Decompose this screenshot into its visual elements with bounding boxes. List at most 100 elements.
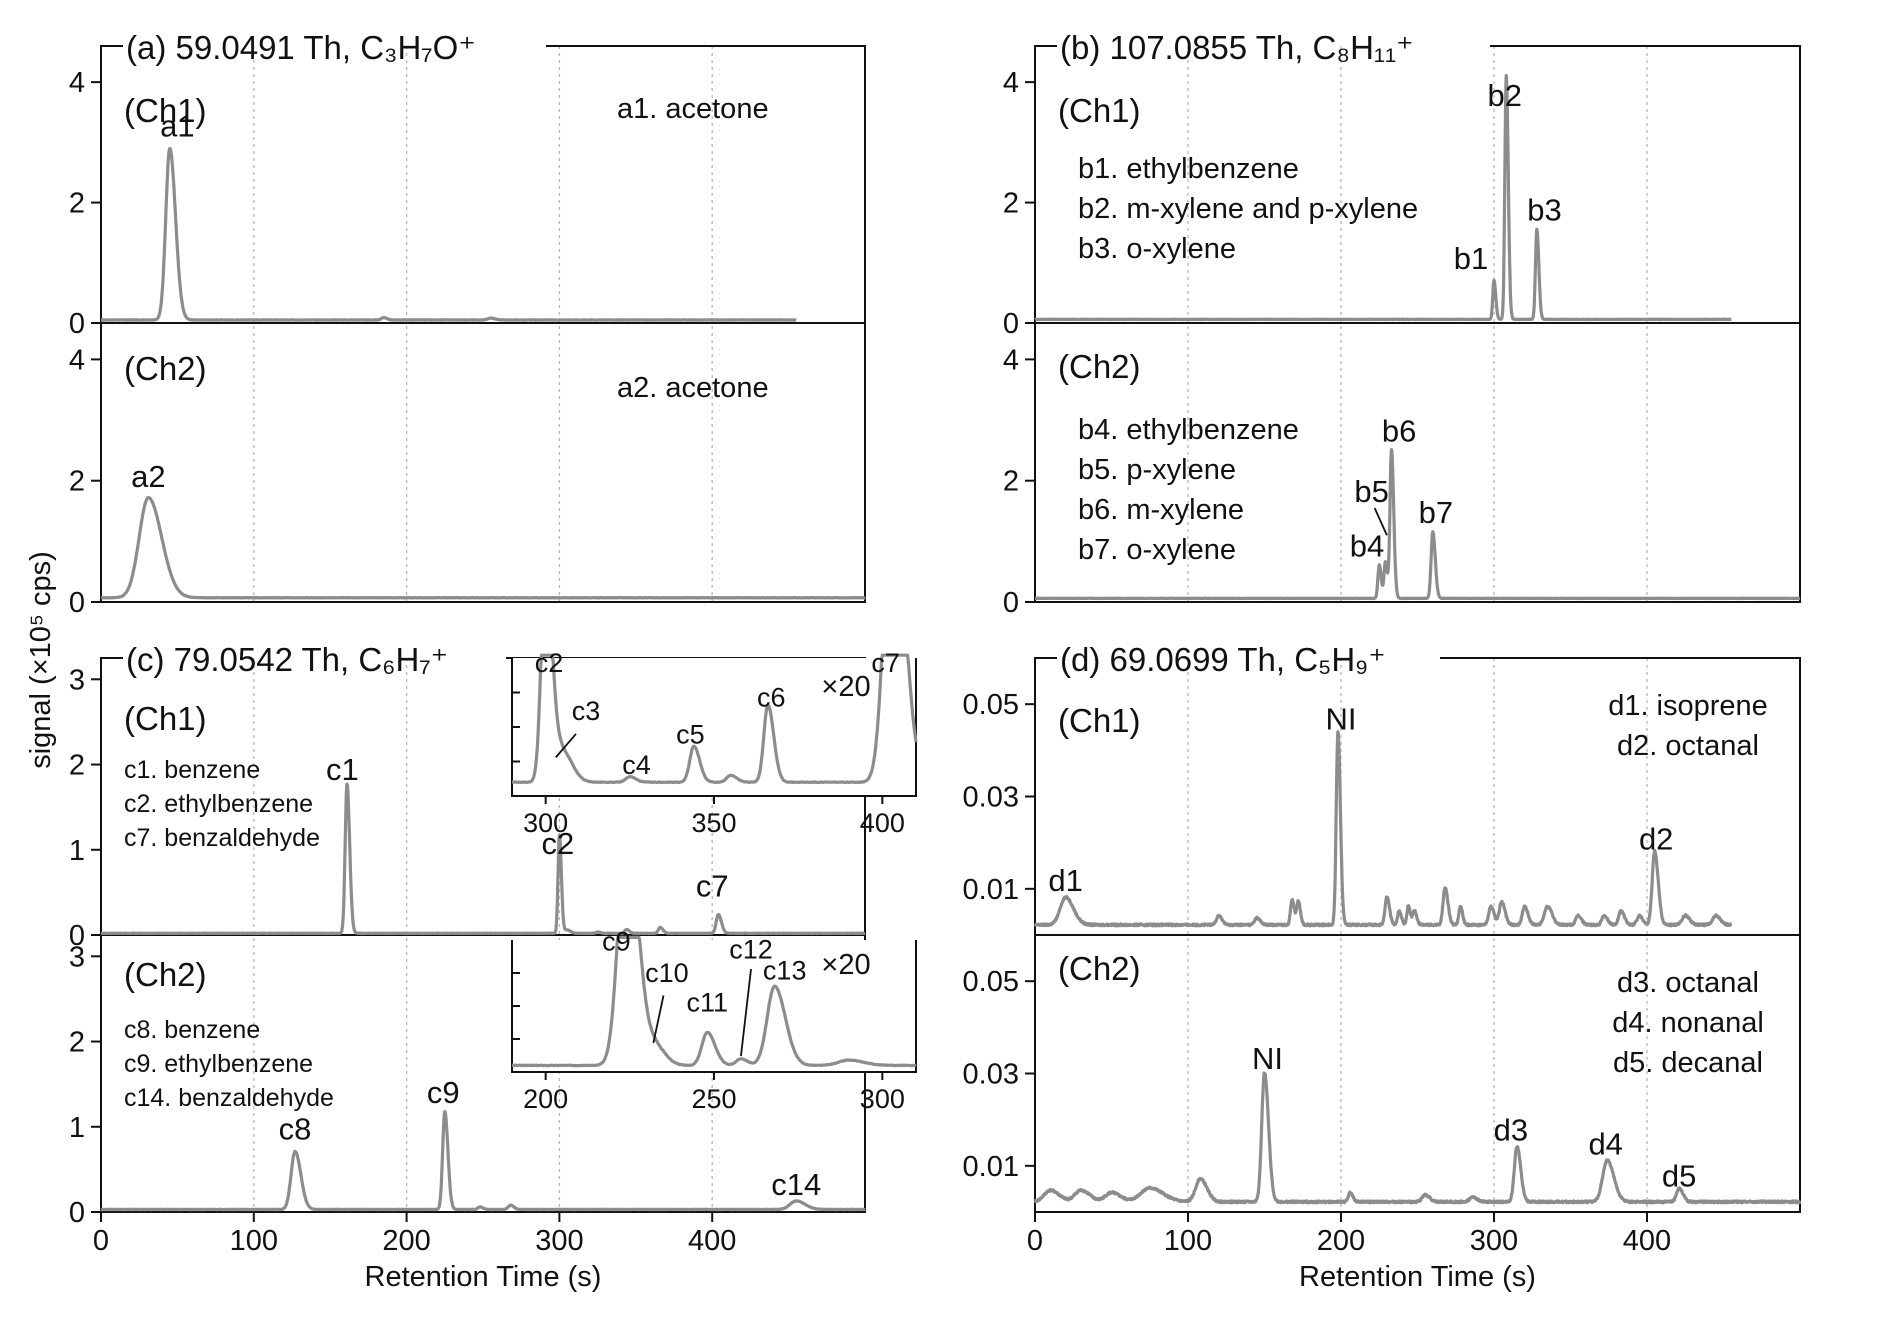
inset-multiplier: ×20 <box>821 949 870 981</box>
inset-peak-label: c11 <box>687 987 729 1017</box>
y-tick-label: 0.03 <box>963 782 1019 814</box>
y-tick-label: 0.05 <box>963 966 1019 998</box>
x-tick-label: 100 <box>230 1225 278 1257</box>
inset-peak-label: c9 <box>602 927 631 957</box>
inset-peak-label: c7 <box>871 648 900 678</box>
panel-title: (b) 107.0855 Th, C₈H₁₁⁺ <box>1060 29 1414 66</box>
legend-entry: d4. nonanal <box>1612 1007 1764 1039</box>
inset-peak-label: c10 <box>645 958 689 988</box>
trace-b-ch2 <box>1033 448 1802 601</box>
y-tick-label: 2 <box>1003 188 1019 220</box>
inset-multiplier: ×20 <box>821 671 870 703</box>
peak-label: b2 <box>1487 78 1521 113</box>
inset-x-tick-label: 350 <box>691 808 736 838</box>
legend-entry: d3. octanal <box>1617 967 1759 999</box>
legend-entry: a1. acetone <box>617 93 769 125</box>
trace-d-ch2 <box>1033 1071 1802 1205</box>
legend-entry: c2. ethylbenzene <box>124 790 313 818</box>
trace-d-ch1 <box>1033 730 1733 928</box>
panel-title: (c) 79.0542 Th, C₆H₇⁺ <box>126 641 448 678</box>
peak-label: d2 <box>1639 822 1673 857</box>
inset-peak-label: c4 <box>622 750 651 780</box>
peak-label: a1 <box>160 108 194 143</box>
peak-label: b1 <box>1454 241 1488 276</box>
peak-label: b7 <box>1419 495 1453 530</box>
channel-label: (Ch2) <box>124 350 207 387</box>
panel-frame <box>1034 657 1801 1213</box>
y-tick-label: 4 <box>69 344 85 376</box>
inset-x-tick-label: 300 <box>860 1084 905 1114</box>
trace-c-ch1 <box>99 782 867 936</box>
trace-a-ch1 <box>99 146 798 322</box>
peak-label: c2 <box>541 826 574 861</box>
inset-trace <box>511 653 918 785</box>
y-tick-label: 1 <box>69 1112 85 1144</box>
inset-background <box>512 940 916 1072</box>
y-tick-label: 0 <box>69 308 85 340</box>
legend-entry: d2. octanal <box>1617 730 1759 762</box>
y-tick-label: 0 <box>69 920 85 952</box>
peak-label: c7 <box>696 869 729 904</box>
legend-entry: b3. o-xylene <box>1078 233 1236 265</box>
peak-label: b5 <box>1354 474 1388 509</box>
y-tick-label: 0.01 <box>963 874 1019 906</box>
panel-frame <box>1034 45 1801 603</box>
legend-entry: c14. benzaldehyde <box>124 1084 334 1112</box>
y-tick-label: 2 <box>69 1027 85 1059</box>
y-tick-label: 1 <box>69 835 85 867</box>
trace-b-ch1 <box>1033 73 1733 322</box>
x-tick-label: 400 <box>688 1225 736 1257</box>
inset-peak-label: c13 <box>763 956 807 986</box>
legend-entry: b5. p-xylene <box>1078 454 1236 486</box>
legend-entry: d5. decanal <box>1613 1047 1763 1079</box>
panel-a: (a) 59.0491 Th, C₃H₇O⁺024(Ch1)a1. aceton… <box>69 29 867 619</box>
x-axis-label: Retention Time (s) <box>1299 1261 1536 1293</box>
inset-peak-label: c12 <box>729 934 773 964</box>
panel-title: (a) 59.0491 Th, C₃H₇O⁺ <box>126 29 476 66</box>
panel-title: (d) 69.0699 Th, C₅H₉⁺ <box>1060 641 1386 678</box>
legend-entry: b7. o-xylene <box>1078 534 1236 566</box>
panel-frame <box>100 45 866 603</box>
peak-label: d1 <box>1048 863 1082 898</box>
x-tick-label: 400 <box>1623 1225 1671 1257</box>
legend-entry: c7. benzaldehyde <box>124 824 320 852</box>
legend-entry: a2. acetone <box>617 372 769 404</box>
panels: (a) 59.0491 Th, C₃H₇O⁺ 0 2 4 (Ch1) a1. aceton… <box>69 29 1802 1293</box>
peak-label: c14 <box>771 1167 821 1202</box>
inset-x-tick-label: 400 <box>860 808 905 838</box>
y-tick-label: 3 <box>69 941 85 973</box>
leader-line-c10 <box>652 995 665 1044</box>
x-tick-label: 0 <box>1027 1225 1043 1257</box>
y-tick-label: 2 <box>1003 466 1019 498</box>
y-tick-label: 0.03 <box>963 1059 1019 1091</box>
inset-x-tick-label: 200 <box>523 1084 568 1114</box>
x-axis-label: Retention Time (s) <box>365 1261 602 1293</box>
trace-c-ch2 <box>99 1109 867 1212</box>
y-tick-label: 4 <box>69 67 85 99</box>
y-tick-label: 2 <box>69 466 85 498</box>
peak-label: b4 <box>1350 529 1384 564</box>
x-tick-label: 0 <box>93 1225 109 1257</box>
channel-label: (Ch1) <box>1058 92 1141 129</box>
channel-label: (Ch2) <box>124 956 207 993</box>
y-tick-label: 0.05 <box>963 689 1019 721</box>
peak-label: c8 <box>279 1112 312 1147</box>
peak-label: b6 <box>1382 413 1416 448</box>
peak-label: c9 <box>427 1075 460 1110</box>
y-axis-label: signal (×10⁵ cps) <box>25 551 57 769</box>
legend-entry: b6. m-xylene <box>1078 494 1244 526</box>
legend-entry: c1. benzene <box>124 756 260 784</box>
x-tick-label: 300 <box>535 1225 583 1257</box>
inset-trace <box>511 935 917 1068</box>
y-tick-label: 3 <box>69 664 85 696</box>
y-tick-label: 0 <box>1003 587 1019 619</box>
channel-label: (Ch1) <box>124 700 207 737</box>
peak-label: a2 <box>131 459 165 494</box>
leader-line-c12 <box>740 968 752 1057</box>
